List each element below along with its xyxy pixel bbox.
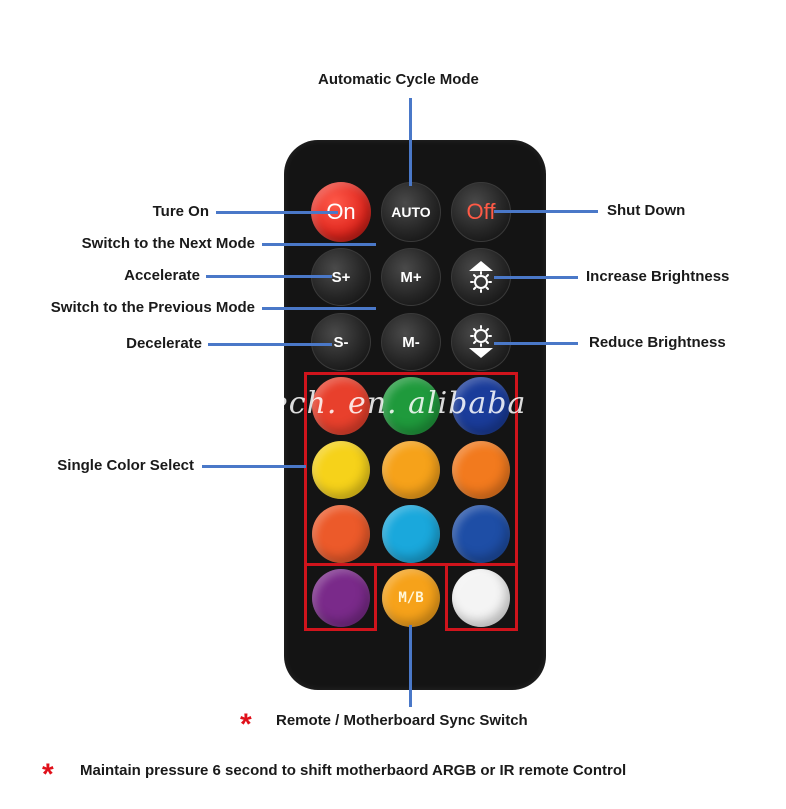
purple-highlight [304,563,377,631]
label-reduce-brightness: Reduce Brightness [589,334,726,351]
color-button-green [382,377,440,435]
speed-down-label: S- [333,333,349,351]
color-button-purple [312,569,370,627]
label-auto-cycle: Automatic Cycle Mode [318,71,479,88]
auto-button-label: AUTO [391,204,431,220]
label-ture-on: Ture On [152,203,209,220]
color-button-red [312,377,370,435]
off-button-label: Off [466,199,496,224]
color-button-amber [382,441,440,499]
line-shut-down [494,210,598,213]
color-button-royal-blue [452,505,510,563]
auto-button: AUTO [381,182,441,242]
line-decelerate [208,343,332,346]
speed-up-label: S+ [331,268,351,286]
line-accelerate [206,275,332,278]
line-reduce-brightness [494,342,578,345]
label-accelerate: Accelerate [124,267,200,284]
label-sync-switch: Remote / Motherboard Sync Switch [276,712,528,729]
label-shut-down: Shut Down [607,202,686,219]
line-ture-on [216,211,338,214]
color-button-yellow [312,441,370,499]
speed-down-button: S- [311,313,371,371]
label-next-mode: Switch to the Next Mode [81,235,255,252]
mb-sync-button: M/B [382,569,440,627]
line-auto-cycle [409,98,412,186]
white-highlight [445,563,518,631]
color-button-white [452,569,510,627]
color-button-red-orange [312,505,370,563]
color-button-cyan [382,505,440,563]
color-button-blue [452,377,510,435]
mode-next-button: M+ [381,248,441,306]
line-sync-switch [409,625,412,707]
star-sync: * [240,708,252,741]
label-decelerate: Decelerate [126,335,202,352]
mode-prev-button: M- [381,313,441,371]
mode-prev-label: M- [402,333,420,351]
line-prev-mode [262,307,376,310]
line-single-color [202,465,306,468]
star-note: * [42,758,54,791]
mb-highlight [374,563,448,631]
label-increase-brightness: Increase Brightness [586,268,730,285]
label-note: Maintain pressure 6 second to shift moth… [80,762,627,779]
label-single-color: Single Color Select [57,457,194,474]
line-increase-brightness [494,276,578,279]
brightness-up-icon [469,261,493,293]
line-next-mode [262,243,376,246]
mb-sync-label: M/B [398,590,424,606]
watermark: ech. en. alibaba [270,386,527,421]
label-prev-mode: Switch to the Previous Mode [50,299,255,316]
color-button-orange [452,441,510,499]
brightness-down-icon [469,325,493,358]
mode-next-label: M+ [400,268,422,286]
